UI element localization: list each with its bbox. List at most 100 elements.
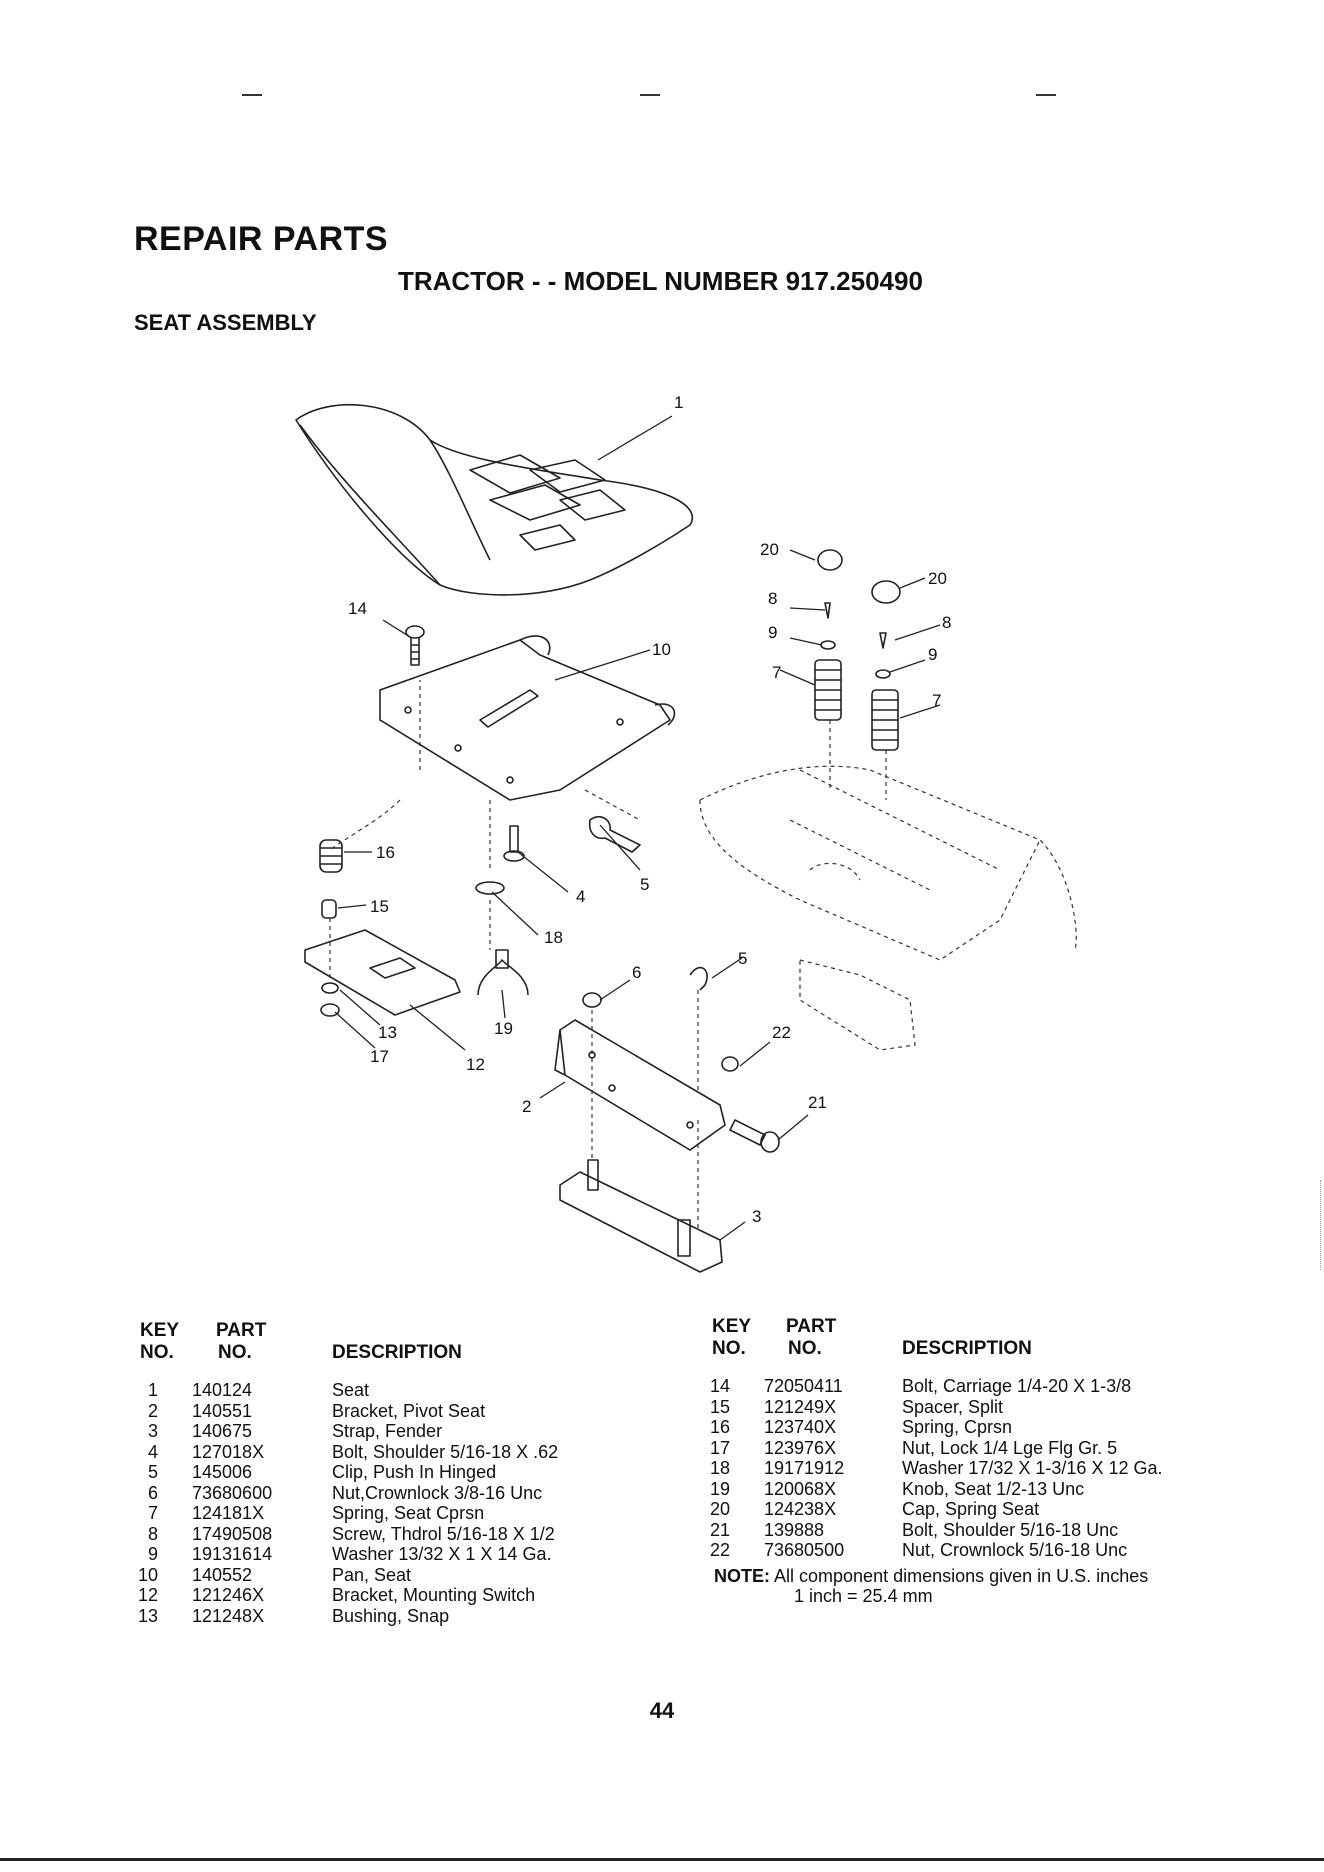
part-description: Seat (332, 1380, 370, 1400)
key-number: 14 (709, 1376, 730, 1396)
seat-assembly-diagram: 1 10 14 20 20 8 8 9 9 7 7 16 15 4 18 5 6… (295, 393, 1077, 1273)
part-number: 123740X (764, 1417, 837, 1437)
part-number: 124181X (192, 1503, 265, 1523)
seat-spring-part-2 (871, 689, 899, 751)
part-description: Bracket, Pivot Seat (332, 1400, 486, 1421)
header-dash (1036, 94, 1056, 96)
screw-part (824, 602, 831, 619)
part-description: Nut, Lock 1/4 Lge Flg Gr. 5 (902, 1437, 1118, 1458)
part-number: 127018X (192, 1441, 265, 1462)
part-number: 121246X (192, 1585, 265, 1605)
part-number: 145006 (192, 1462, 253, 1482)
key-number: 18 (709, 1458, 730, 1478)
callout-19: 19 (494, 1019, 513, 1038)
washer-9-part-2 (875, 669, 891, 679)
section-title: SEAT ASSEMBLY (134, 310, 317, 335)
bottom-rule (0, 1858, 1324, 1861)
key-number: 22 (709, 1540, 730, 1560)
key-number: 4 (147, 1441, 158, 1462)
pivot-seat-bracket-part (554, 1019, 726, 1151)
part-description: Bushing, Snap (332, 1605, 450, 1626)
part-description: Cap, Spring Seat (902, 1499, 1040, 1519)
callout-9-right: 9 (928, 645, 937, 664)
part-description: Spacer, Split (902, 1396, 1004, 1417)
callout-7-left: 7 (772, 663, 781, 682)
spacer-split-part (321, 899, 337, 919)
callout-4: 4 (576, 887, 585, 906)
callout-14: 14 (348, 599, 367, 618)
part-number: 17490508 (192, 1523, 273, 1544)
key-number: 21 (709, 1519, 730, 1540)
page-number: 44 (649, 1698, 675, 1723)
key-number: 7 (147, 1503, 158, 1523)
carriage-bolt-part (405, 625, 425, 666)
description-header: DESCRIPTION (332, 1342, 462, 1363)
callout-12: 12 (466, 1055, 485, 1074)
seat-spring-part (814, 659, 842, 721)
spring-cap-part-2 (871, 580, 901, 604)
part-number: 121249X (764, 1396, 837, 1417)
part-description: Bolt, Carriage 1/4-20 X 1-3/8 (902, 1376, 1132, 1396)
key-number: 1 (147, 1380, 158, 1400)
callout-13: 13 (378, 1023, 397, 1042)
callout-6: 6 (632, 963, 641, 982)
header-dash (640, 94, 660, 96)
callout-2: 2 (522, 1097, 531, 1116)
part-number: 72050411 (764, 1376, 843, 1396)
part-description: Nut, Crownlock 5/16-18 Unc (902, 1540, 1128, 1560)
screw-part-2 (879, 632, 887, 649)
seat-knob-part (477, 949, 529, 996)
dimension-note: NOTE: All component dimensions given in … (714, 1566, 1148, 1606)
key-number: 13 (137, 1605, 158, 1626)
shoulder-bolt-part (503, 825, 525, 862)
key-number: 8 (147, 1523, 158, 1544)
part-number: 121248X (192, 1605, 265, 1626)
callout-17: 17 (370, 1047, 389, 1066)
part-description: Washer 17/32 X 1-3/16 X 12 Ga. (902, 1458, 1163, 1478)
snap-bushing-part (321, 982, 339, 994)
key-number: 6 (147, 1482, 158, 1503)
part-description: Spring, Seat Cprsn (332, 1503, 485, 1523)
crownlock-nut-22-part (721, 1056, 739, 1072)
scan-edge-mark (1320, 1180, 1323, 1270)
key-number: 19 (709, 1478, 730, 1499)
callout-16: 16 (376, 843, 395, 862)
part-number: 140551 (192, 1400, 253, 1421)
part-number: 120068X (764, 1478, 837, 1499)
part-description: Knob, Seat 1/2-13 Unc (902, 1478, 1085, 1499)
part-number: 19171912 (764, 1458, 845, 1478)
callout-5-lower: 5 (738, 949, 747, 968)
callout-20-right: 20 (928, 569, 947, 588)
key-number: 15 (709, 1396, 730, 1417)
part-description: Screw, Thdrol 5/16-18 X 1/2 (332, 1523, 555, 1544)
part-description: Clip, Push In Hinged (332, 1462, 497, 1482)
part-header-bottom: NO. (788, 1338, 822, 1359)
key-number: 17 (709, 1437, 730, 1458)
part-description: Bolt, Shoulder 5/16-18 X .62 (332, 1441, 559, 1462)
washer-9-part (820, 640, 836, 650)
spring-cap-part (817, 549, 843, 571)
key-number: 5 (147, 1462, 158, 1482)
fender-strap-part (559, 1159, 723, 1273)
part-number: 139888 (764, 1519, 825, 1540)
key-header-bottom: NO. (140, 1342, 174, 1363)
key-number: 20 (709, 1499, 730, 1519)
part-number: 140675 (192, 1421, 253, 1441)
part-number: 140124 (192, 1380, 253, 1400)
key-number: 12 (137, 1585, 158, 1605)
callout-10: 10 (652, 640, 671, 659)
part-header-top: PART (216, 1320, 267, 1341)
spring-cprsn-part (319, 839, 343, 873)
fender-outline (329, 680, 1077, 1230)
callout-20-left: 20 (760, 540, 779, 559)
note-label: NOTE: (714, 1566, 770, 1586)
mounting-switch-bracket-part (304, 929, 461, 1016)
callout-1: 1 (674, 393, 683, 412)
callout-21: 21 (808, 1093, 827, 1112)
key-number: 10 (137, 1564, 158, 1585)
callout-9-left: 9 (768, 623, 777, 642)
seat-pan-part (379, 635, 676, 801)
callout-15: 15 (370, 897, 389, 916)
key-header-bottom: NO. (712, 1338, 746, 1359)
